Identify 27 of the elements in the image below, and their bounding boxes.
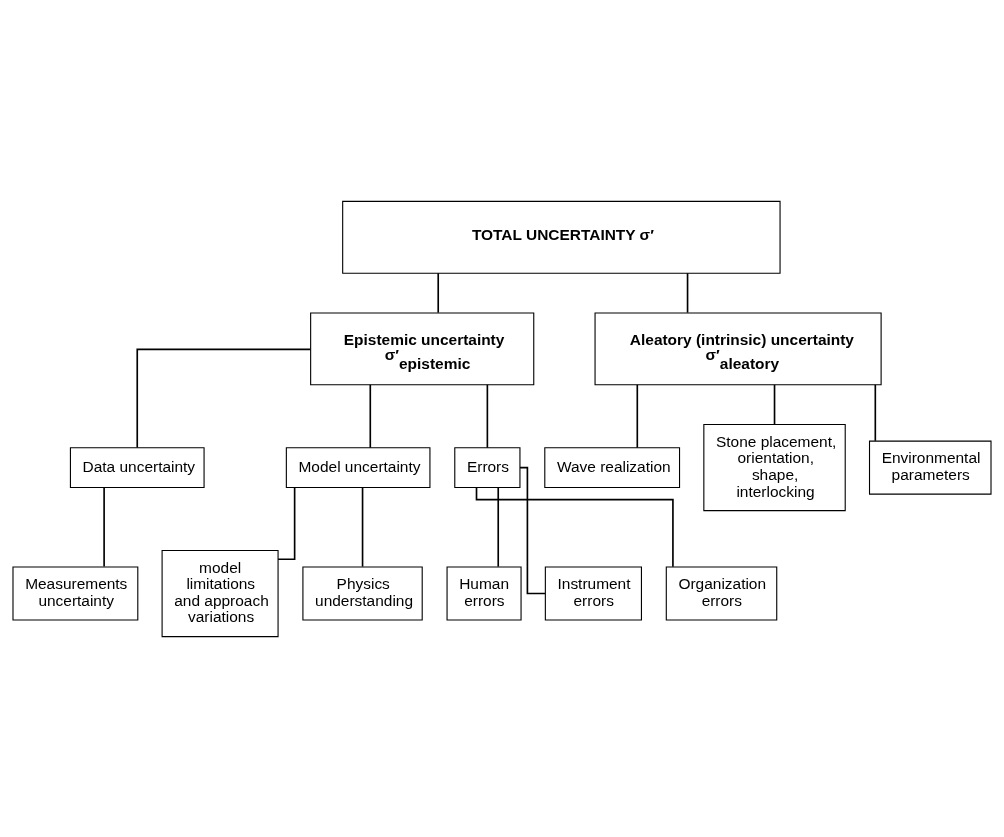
node-box: Errors (454, 446, 521, 488)
connector (361, 486, 364, 567)
node-box: model limitations and approach variations (161, 549, 279, 637)
node-box: TOTAL UNCERTAINTY σ′ (342, 200, 781, 274)
connector (874, 383, 877, 442)
node-box: Human errors (446, 565, 522, 621)
node-box: Instrument errors (544, 565, 642, 621)
connector (519, 466, 546, 594)
connector (369, 383, 372, 448)
node-box: Model uncertainty (285, 446, 431, 488)
connector (437, 271, 440, 313)
node-box: Environmental parameters (868, 440, 992, 495)
connector (497, 486, 500, 567)
connector (486, 383, 489, 448)
node-box: Stone placement, orientation, shape, interlocking (703, 423, 846, 511)
connector (103, 486, 105, 567)
connector (136, 348, 312, 448)
node-box: Data uncertainty (69, 446, 205, 488)
node-box: Wave realization (544, 446, 681, 488)
connector (277, 486, 296, 560)
connector (686, 271, 689, 313)
node-box: Organization errors (665, 565, 778, 621)
connector (475, 486, 674, 568)
node-box: Physics understanding (302, 565, 423, 621)
connector (636, 383, 639, 448)
connector (773, 383, 776, 425)
node-box: Measurements uncertainty (12, 565, 139, 621)
